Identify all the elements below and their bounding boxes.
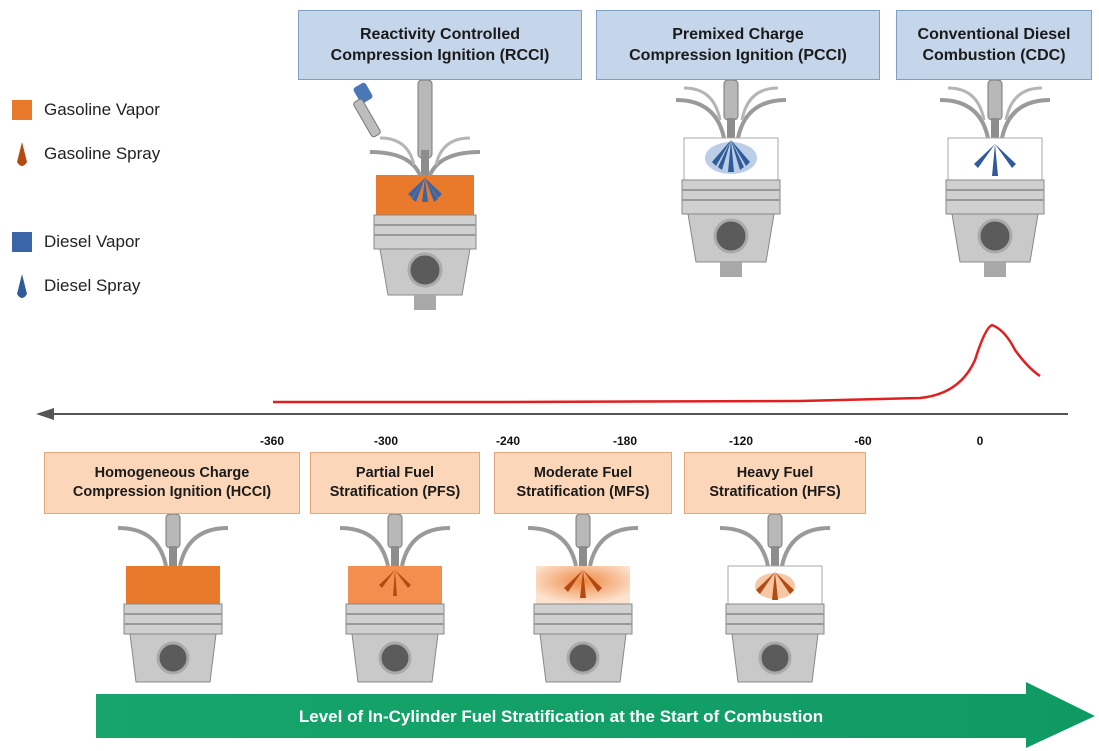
heat-release-plot: [36, 323, 1068, 420]
axis-tick: -120: [728, 434, 754, 448]
mode-title-line2: Compression Ignition (PCCI): [629, 47, 847, 64]
mode-title-line2: Compression Ignition (HCCI): [72, 484, 272, 500]
axis-tick: -180: [612, 434, 638, 448]
mode-box-mfs: Moderate Fuel Stratification (MFS): [494, 452, 672, 514]
axis-arrowhead-icon: [36, 408, 54, 420]
legend-label: Gasoline Vapor: [44, 100, 160, 119]
mode-title-line1: Conventional Diesel: [917, 26, 1071, 43]
legend-gasoline-vapor: Gasoline Vapor: [12, 100, 160, 120]
mode-box-rcci: Reactivity Controlled Compression Igniti…: [298, 10, 582, 80]
legend-diesel-vapor: Diesel Vapor: [12, 232, 140, 252]
mode-title-line1: Moderate Fuel: [533, 465, 633, 481]
mode-title-line1: Heavy Fuel: [736, 465, 814, 481]
engine-pfs: [330, 513, 460, 699]
mode-title-line2: Compression Ignition (RCCI): [330, 47, 550, 64]
legend-label: Diesel Vapor: [44, 232, 141, 251]
engine-hfs: [710, 513, 840, 699]
axis-tick: -300: [373, 434, 399, 448]
engine-hcci: [108, 513, 238, 699]
mode-title-line2: Stratification (PFS): [329, 484, 461, 500]
axis-tick: -60: [854, 434, 872, 448]
mode-title-line1: Partial Fuel: [355, 465, 435, 481]
mode-title-line1: Homogeneous Charge: [94, 465, 250, 481]
mode-box-pfs: Partial Fuel Stratification (PFS): [310, 452, 480, 514]
legend-label: Gasoline Spray: [44, 144, 161, 163]
mode-title-line2: Stratification (HFS): [709, 484, 841, 500]
axis-tick: 0: [976, 434, 984, 448]
mode-box-cdc: Conventional Diesel Combustion (CDC): [896, 10, 1092, 80]
engine-cdc: [930, 79, 1060, 315]
mode-title-line1: Reactivity Controlled: [359, 26, 521, 43]
diesel-spray-icon: [12, 274, 32, 298]
axis-tick: -240: [495, 434, 521, 448]
diesel-vapor-swatch: [12, 232, 32, 252]
mode-box-hcci: Homogeneous Charge Compression Ignition …: [44, 452, 300, 514]
stratification-arrow-label: Level of In-Cylinder Fuel Stratification…: [298, 707, 824, 726]
engine-pcci: [666, 79, 796, 315]
gasoline-vapor-swatch: [12, 100, 32, 120]
mode-title-line2: Stratification (MFS): [516, 484, 650, 500]
heat-release-curve: [273, 323, 1041, 404]
legend-label: Diesel Spray: [44, 276, 141, 295]
legend-gasoline-spray: Gasoline Spray: [12, 142, 160, 166]
axis-tick: -360: [259, 434, 285, 448]
mode-title-line2: Combustion (CDC): [922, 47, 1066, 64]
mode-box-hfs: Heavy Fuel Stratification (HFS): [684, 452, 866, 514]
port-injector-icon: [353, 82, 381, 138]
stratification-arrow: [96, 682, 1095, 748]
engine-rcci: [350, 79, 500, 315]
mode-box-pcci: Premixed Charge Compression Ignition (PC…: [596, 10, 880, 80]
gasoline-spray-icon: [12, 142, 32, 166]
engine-mfs: [518, 513, 648, 699]
mode-title-line1: Premixed Charge: [672, 26, 804, 43]
legend-diesel-spray: Diesel Spray: [12, 274, 140, 298]
